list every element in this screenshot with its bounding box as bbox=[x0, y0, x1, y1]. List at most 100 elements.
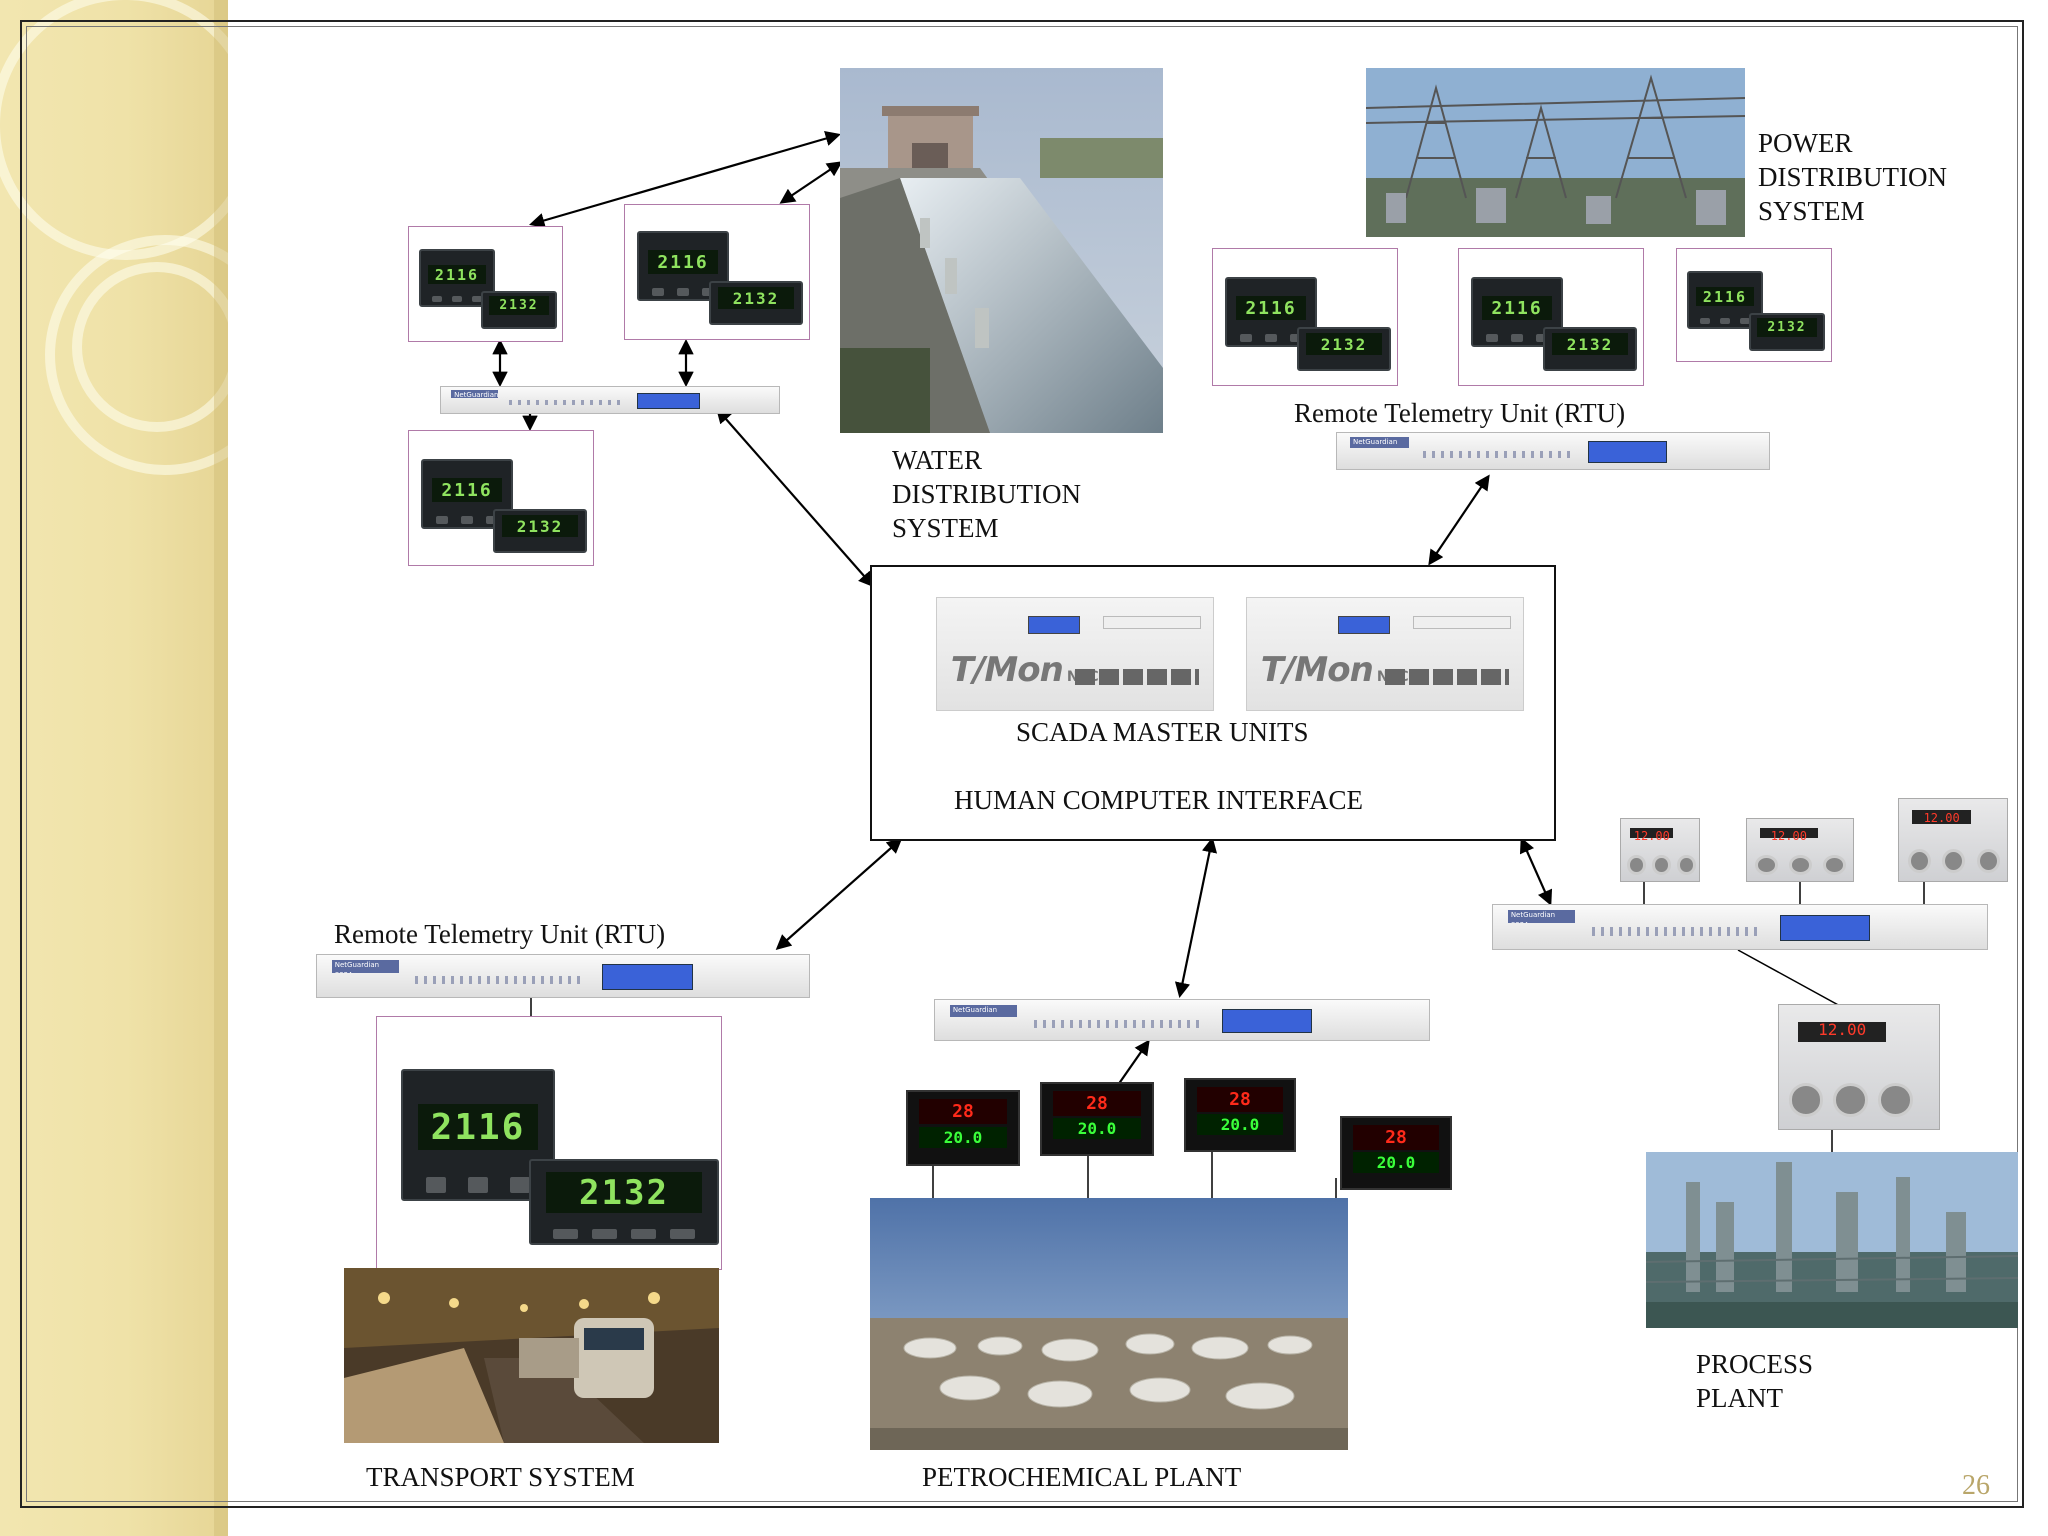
tmon-logo-bars bbox=[1385, 669, 1510, 686]
rtu-display bbox=[637, 392, 700, 410]
srs-unit-large: 12.00 bbox=[1778, 1004, 1940, 1130]
temp-controller: 28 20.0 bbox=[1340, 1116, 1452, 1190]
controller-buttons bbox=[1695, 317, 1756, 325]
sidebar-stripe bbox=[214, 0, 228, 1536]
water-distribution-photo bbox=[840, 68, 1163, 433]
decorative-ring bbox=[45, 235, 228, 475]
dam-illustration bbox=[840, 68, 1163, 433]
tc-green-display: 20.0 bbox=[1053, 1117, 1141, 1139]
arrow-water-to-controller-2 bbox=[779, 161, 843, 204]
arrow-water-to-controller-1 bbox=[529, 131, 841, 228]
controller-2132: 2132 bbox=[1297, 327, 1391, 371]
arrow-petro-rtu-to-hmi bbox=[1174, 836, 1218, 999]
srs-display: 12.00 bbox=[1759, 827, 1819, 843]
tc-red-display: 28 bbox=[1053, 1091, 1141, 1116]
controller-display: 2132 bbox=[1552, 333, 1628, 355]
master-screen bbox=[1028, 615, 1080, 634]
arrow-water-rtu-to-hmi bbox=[715, 407, 875, 588]
tc-red-display: 28 bbox=[1196, 1087, 1284, 1112]
water-label-line-3: SYSTEM bbox=[892, 513, 999, 543]
controller-2132: 2132 bbox=[1543, 327, 1637, 371]
controller-box: 2116 2132 bbox=[408, 226, 563, 342]
transport-rtu-device: NetGuardian 832A bbox=[316, 954, 810, 998]
srs-knob bbox=[1907, 848, 1931, 873]
controller-box: 2116 2132 bbox=[1676, 248, 1832, 362]
temp-controller: 28 20.0 bbox=[906, 1090, 1020, 1166]
water-label-line-1: WATER bbox=[892, 445, 982, 475]
temp-controller: 28 20.0 bbox=[1184, 1078, 1296, 1152]
controller-display: 2116 bbox=[1481, 296, 1553, 320]
srs-knob bbox=[1823, 855, 1847, 875]
power-distribution-label: POWER DISTRIBUTION SYSTEM bbox=[1758, 126, 1947, 228]
scada-master-unit-1: T/MonNOC bbox=[936, 597, 1214, 711]
process-plant-photo bbox=[1646, 1152, 2018, 1328]
srs-knob bbox=[1627, 855, 1646, 875]
srs-knob bbox=[1789, 855, 1813, 875]
srs-unit: 12.00 bbox=[1746, 818, 1854, 882]
rtu-leds bbox=[1033, 1020, 1202, 1028]
controller-display: 2132 bbox=[545, 1172, 703, 1214]
rtu-display bbox=[1779, 914, 1871, 942]
controller-display: 2132 bbox=[488, 296, 550, 316]
controller-display: 2116 bbox=[647, 250, 719, 274]
srs-display: 12.00 bbox=[1630, 827, 1674, 843]
controller-2132: 2132 bbox=[493, 509, 587, 553]
tc-red-display: 28 bbox=[1352, 1125, 1440, 1150]
controller-buttons bbox=[1480, 333, 1554, 342]
controller-display: 2116 bbox=[428, 265, 486, 285]
water-label-line-2: DISTRIBUTION bbox=[892, 479, 1081, 509]
arrow-process-rtu-to-hmi bbox=[1519, 837, 1553, 906]
controller-2132: 2132 bbox=[1749, 313, 1825, 351]
arrow-power-rtu-to-hmi bbox=[1428, 474, 1490, 566]
srs-knob bbox=[1677, 855, 1696, 875]
scada-master-unit-2: T/MonNOC bbox=[1246, 597, 1524, 711]
srs-knob bbox=[1652, 855, 1671, 875]
hmi-title: HUMAN COMPUTER INTERFACE bbox=[954, 785, 1364, 815]
power-distribution-photo bbox=[1366, 68, 1745, 237]
srs-knob bbox=[1755, 855, 1779, 875]
petrochemical-plant-label: PETROCHEMICAL PLANT bbox=[922, 1462, 1242, 1492]
controller-display: 2132 bbox=[718, 287, 794, 309]
srs-unit: 12.00 bbox=[1898, 798, 2008, 882]
controller-2116: 2116 bbox=[419, 249, 495, 307]
scada-master-units-label: SCADA MASTER UNITS bbox=[1016, 717, 1309, 747]
controller-2116: 2116 bbox=[401, 1069, 555, 1201]
controller-display: 2132 bbox=[502, 515, 578, 537]
rtu-display bbox=[1221, 1008, 1313, 1034]
srs-knob bbox=[1976, 848, 2001, 873]
tc-red-display: 28 bbox=[919, 1099, 1007, 1125]
controller-display: 2116 bbox=[1235, 296, 1307, 320]
rtu-brand: NetGuardian 832A bbox=[1349, 437, 1410, 449]
process-label-line-1: PROCESS bbox=[1696, 1349, 1814, 1379]
temp-controller: 28 20.0 bbox=[1040, 1082, 1154, 1156]
controller-2132: 2132 bbox=[709, 281, 803, 325]
water-distribution-label: WATER DISTRIBUTION SYSTEM bbox=[892, 443, 1081, 545]
power-label-line-2: DISTRIBUTION bbox=[1758, 162, 1947, 192]
tc-green-display: 20.0 bbox=[1352, 1151, 1440, 1173]
controller-buttons bbox=[415, 1177, 541, 1193]
transport-system-photo bbox=[344, 1268, 719, 1443]
controller-buttons bbox=[646, 287, 720, 296]
srs-knob bbox=[1788, 1083, 1824, 1117]
train-station-illustration bbox=[344, 1268, 719, 1443]
srs-display: 12.00 bbox=[1798, 1022, 1887, 1043]
petrochemical-plant-photo bbox=[870, 1198, 1348, 1450]
controller-2116: 2116 bbox=[637, 231, 729, 301]
controller-display: 2116 bbox=[418, 1104, 538, 1151]
tc-green-display: 20.0 bbox=[1196, 1113, 1284, 1135]
power-label-line-3: SYSTEM bbox=[1758, 196, 1865, 226]
rtu-leds bbox=[415, 976, 583, 985]
petro-rtu-device: NetGuardian 832A bbox=[934, 999, 1430, 1041]
transport-system-label: TRANSPORT SYSTEM bbox=[366, 1462, 635, 1492]
rtu-label-transport: Remote Telemetry Unit (RTU) bbox=[334, 919, 666, 949]
controller-display: 2116 bbox=[431, 478, 503, 502]
controller-buttons bbox=[546, 1229, 702, 1239]
refinery-illustration bbox=[1646, 1152, 2018, 1328]
power-rtu-device: NetGuardian 832A bbox=[1336, 432, 1770, 470]
srs-knob bbox=[1833, 1083, 1869, 1117]
controller-2132: 2132 bbox=[529, 1159, 719, 1245]
water-rtu-device: NetGuardian 832A bbox=[440, 386, 780, 414]
controller-display: 2116 bbox=[1696, 287, 1754, 307]
rtu-leds bbox=[1591, 927, 1760, 936]
